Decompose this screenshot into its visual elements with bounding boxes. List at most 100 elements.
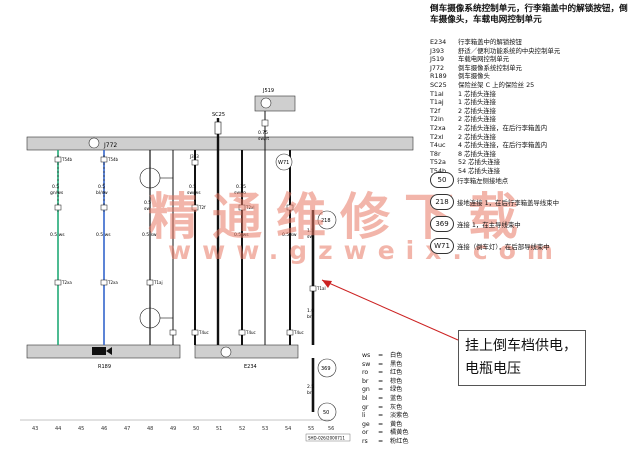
legend-circled-desc: 行李箱左侧接地点 xyxy=(457,176,509,185)
node-50-label: 50 xyxy=(323,410,329,416)
grid-number: 49 xyxy=(170,426,176,432)
connector-c8-low: T4uc xyxy=(293,330,304,335)
legend-desc: 52 芯插头连接 xyxy=(458,158,501,167)
legend-desc: 车载电网控制单元 xyxy=(458,55,510,64)
pin-right xyxy=(309,285,317,292)
wire-c7-size: 0.75 xyxy=(258,130,268,136)
legend-circled-tag: 369 xyxy=(430,216,454,232)
e234-unit xyxy=(194,344,299,359)
legend-code: T54b xyxy=(430,166,447,175)
pin-c2-low xyxy=(100,279,108,286)
color-code: br xyxy=(362,377,369,385)
color-row: gn=绿色 xyxy=(362,386,403,394)
color-row: sw=黑色 xyxy=(362,360,403,368)
legend-code: T2xa xyxy=(430,123,446,132)
legend-circled-tag: W71 xyxy=(430,238,454,254)
legend-desc: 4 芯插头连接，在后行李箱盖内 xyxy=(458,141,548,150)
color-code: ro xyxy=(362,369,369,377)
color-code: sw xyxy=(362,360,371,368)
wire-c5-color: sw/ws xyxy=(187,190,201,196)
connector-c3-low: T1aj xyxy=(153,280,163,285)
grid-number: 45 xyxy=(78,426,84,432)
sc25-fuse xyxy=(214,121,222,135)
wire-low2: 0.5 ws xyxy=(96,232,111,238)
legend-desc: 保险丝架 C 上的保险丝 25 xyxy=(458,80,535,89)
legend-desc: 倒车摄像头 xyxy=(458,72,490,81)
node-218 xyxy=(317,210,337,230)
legend-circled-desc: 接地连接 1，在后行李箱盖导线束中 xyxy=(457,198,559,207)
connector-t1al: T1al xyxy=(316,286,326,291)
j519-connector xyxy=(261,119,269,127)
connector-c2-low: T2xa xyxy=(107,280,118,285)
legend-code: T2f xyxy=(430,106,441,115)
pin-c8-mid xyxy=(286,204,294,211)
color-row: rs=粉红色 xyxy=(362,437,409,445)
color-row: ro=红色 xyxy=(362,369,403,377)
node-218-label: 218 xyxy=(321,218,331,224)
legend-circled-tag: 218 xyxy=(430,194,454,210)
wire-low3: 0.5 sw xyxy=(142,232,157,238)
e234-symbol xyxy=(220,346,232,358)
color-name: 淡紫色 xyxy=(390,412,409,420)
color-name: 黑色 xyxy=(390,360,403,368)
color-name: 红色 xyxy=(390,369,403,377)
j772-symbol xyxy=(88,137,100,149)
color-code: bl xyxy=(362,394,368,402)
color-code: rs xyxy=(362,437,368,445)
grid-number: 53 xyxy=(262,426,268,432)
legend-desc: 舒适／便利功能系统的中央控制单元 xyxy=(458,46,561,55)
wire-low4: 0.5 ws xyxy=(234,232,249,238)
wire-right2-color: br xyxy=(307,314,312,320)
wire-c1-color: gn/ws xyxy=(50,190,64,196)
wire-low5: 0.5 sw xyxy=(282,232,297,238)
pin-c8-low xyxy=(286,329,294,336)
wire-c3-color: sw xyxy=(144,207,150,212)
color-row: li=淡紫色 xyxy=(362,412,409,420)
wire-right1-color: sw xyxy=(307,235,313,240)
j519-symbol xyxy=(260,97,272,109)
legend-desc: 8 芯插头连接 xyxy=(458,149,497,158)
color-name: 蓝色 xyxy=(390,394,403,402)
wire-c6-size: 0.35 xyxy=(236,184,246,190)
legend-code: J519 xyxy=(430,55,445,64)
doc-ref-box xyxy=(305,433,351,442)
wire-c7-color: sw/rt xyxy=(258,136,269,142)
node-369 xyxy=(317,358,337,378)
wire-low1: 0.5 ws xyxy=(50,232,65,238)
legend-code: T8r xyxy=(430,149,441,158)
color-row: ge=黄色 xyxy=(362,420,403,428)
legend-desc: 54 芯插头连接 xyxy=(458,166,501,175)
wire-c5-size: 0.5 xyxy=(189,184,196,190)
wire-c2-color: bl/sw xyxy=(96,190,108,196)
legend-code: SC25 xyxy=(430,80,447,89)
legend-circled-tag: 50 xyxy=(430,172,454,188)
grid-number: 52 xyxy=(239,426,245,432)
grid-numbers: 43 44 45 46 47 48 49 50 51 52 53 54 55 5… xyxy=(32,426,334,432)
legend-code: T2in xyxy=(430,115,444,124)
grid-number: 50 xyxy=(193,426,199,432)
sc25-label: SC25 xyxy=(212,112,225,118)
pin-c5-top xyxy=(191,159,199,166)
legend-code: T1al xyxy=(430,89,444,98)
pin-c6-mid xyxy=(238,204,246,211)
j772-label: J772 xyxy=(103,142,117,149)
color-name: 灰色 xyxy=(390,403,403,411)
pin-c2-top xyxy=(100,156,108,163)
legend-code: T52a xyxy=(430,158,446,167)
color-row: gr=灰色 xyxy=(362,403,403,411)
grid-number: 51 xyxy=(216,426,222,432)
pin-c2-mid xyxy=(100,204,108,211)
connector-c5-low: T4uc xyxy=(198,330,209,335)
legend-row: T52a 52 芯插头连接 xyxy=(430,158,640,167)
color-name: 绿色 xyxy=(390,386,403,394)
color-row: bl=蓝色 xyxy=(362,394,403,402)
